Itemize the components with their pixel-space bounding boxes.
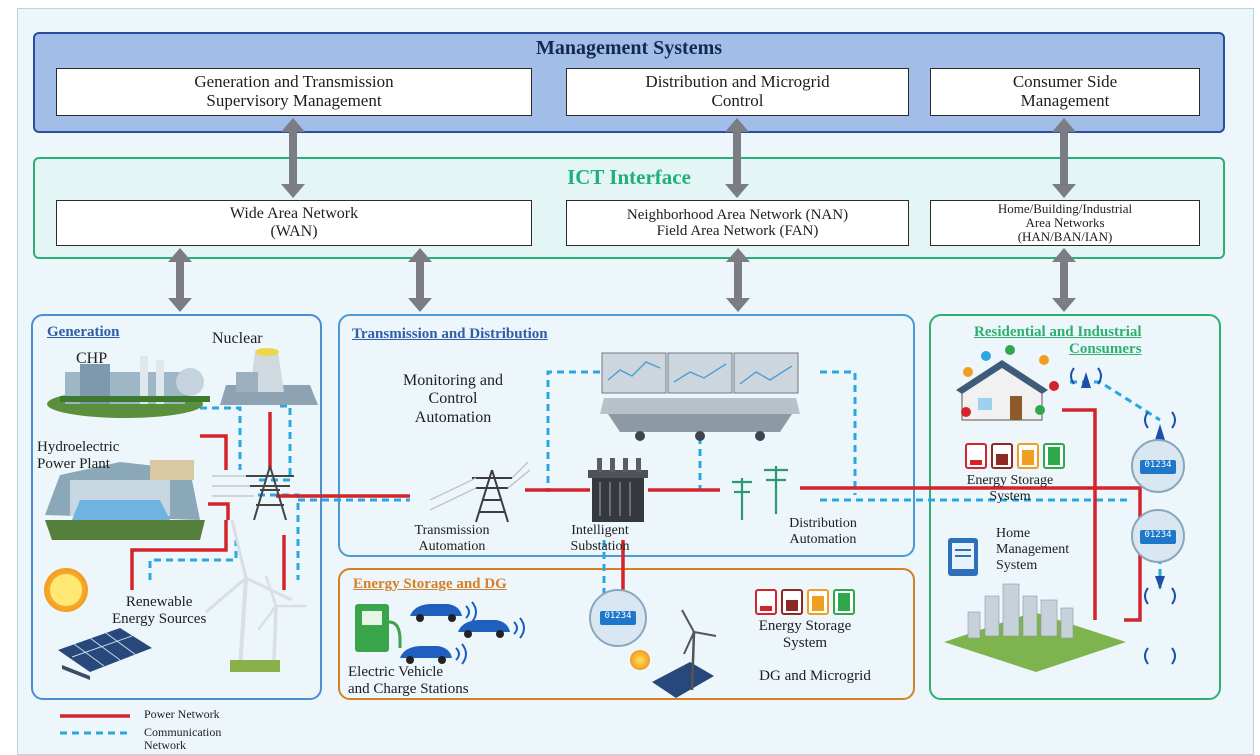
ev-charger-graphic — [355, 604, 402, 652]
antenna-icons — [1081, 372, 1165, 590]
arrow-wan-transmission — [408, 248, 432, 312]
nan-fan-box: Neighborhood Area Network (NAN)Field Are… — [566, 200, 909, 246]
meter-reading-storage: 01234 — [604, 611, 632, 621]
energy-storage-dg-panel — [338, 568, 915, 700]
transmission-tower-graphic — [429, 461, 531, 523]
arrow-mgmt-wan — [281, 118, 305, 198]
generation-pylon-graphic — [212, 465, 294, 521]
transmission-distribution-panel — [338, 314, 915, 557]
meter-reading-residential-2: 01234 — [1144, 530, 1172, 540]
meter-reading-residential-1: 01234 — [1144, 460, 1172, 470]
management-systems-title: Management Systems — [535, 37, 723, 59]
sun-graphic — [44, 568, 88, 612]
chp-label: CHP — [76, 350, 108, 367]
arrow-han-consumers — [1052, 248, 1076, 312]
ev-signal-arcs-graphic — [455, 601, 525, 665]
wind-turbines-graphic — [205, 519, 306, 672]
nuclear-label: Nuclear — [212, 330, 263, 347]
city-graphic — [944, 583, 1126, 672]
transmission-distribution-title: Transmission and Distribution — [352, 326, 548, 342]
arrow-mgmt-han — [1052, 118, 1076, 198]
wan-box: Wide Area Network(WAN) — [56, 200, 532, 246]
electric-cars-graphic — [400, 604, 510, 664]
battery-icons-residential — [965, 443, 1065, 469]
solar-panels-graphic — [58, 628, 152, 680]
smart-meter-storage-graphic — [589, 589, 647, 647]
legend-power-label: Power Network — [144, 707, 220, 721]
arrows — [168, 118, 1076, 312]
wireless-signal-icons — [1070, 367, 1176, 665]
control-room-graphic — [600, 352, 800, 441]
hydroelectric-plant-graphic — [45, 460, 205, 540]
battery-icons-storage — [755, 589, 855, 615]
residential-industrial-panel — [929, 314, 1221, 700]
generation-panel — [31, 314, 322, 700]
arrow-nan-distribution — [726, 248, 750, 312]
distribution-poles-graphic — [732, 466, 788, 520]
ict-interface-title: ICT Interface — [567, 165, 691, 189]
dg-microgrid-graphic — [630, 609, 717, 698]
generation-title: Generation — [47, 324, 120, 340]
smart-meter-residential-graphic — [1131, 439, 1185, 563]
chp-plant-graphic — [47, 356, 210, 418]
energy-storage-dg-title: Energy Storage and DG — [353, 576, 507, 592]
tablet-graphic — [948, 538, 978, 576]
arrow-wan-generation — [168, 248, 192, 312]
intelligent-substation-graphic — [588, 458, 648, 522]
dg-microgrid-label: DG and Microgrid — [759, 668, 871, 684]
arrow-mgmt-nan — [725, 118, 749, 198]
smart-house-graphic — [956, 345, 1059, 421]
nuclear-plant-graphic — [220, 348, 318, 405]
